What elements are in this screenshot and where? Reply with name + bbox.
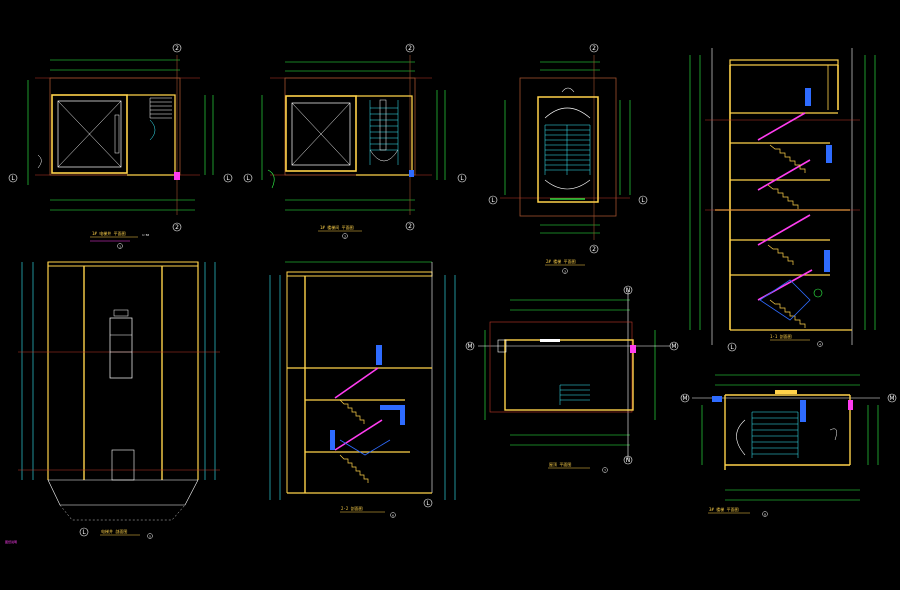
svg-text:电梯井 剖面图: 电梯井 剖面图 (101, 528, 127, 534)
svg-text:L: L (246, 175, 250, 182)
svg-text:L: L (491, 197, 495, 204)
svg-text:2: 2 (175, 45, 179, 52)
svg-text:2# 楼梯 平面图: 2# 楼梯 平面图 (546, 258, 576, 264)
svg-text:M: M (682, 395, 687, 402)
plan-elevator-stair-a: L L 2 2 1# 电梯井 平面图 1:50 1 (8, 43, 233, 249)
svg-text:2: 2 (592, 246, 596, 253)
svg-text:L: L (730, 344, 734, 351)
view-number: 1 (119, 245, 121, 249)
stair-treads (149, 97, 172, 119)
elevator-pit (47, 479, 199, 506)
svg-text:N: N (626, 287, 631, 294)
svg-text:L: L (641, 197, 645, 204)
svg-text:5: 5 (149, 535, 151, 539)
svg-text:3: 3 (564, 270, 566, 274)
svg-text:3# 楼梯 平面图: 3# 楼梯 平面图 (709, 506, 739, 512)
view-title: 1# 楼梯间 平面图 (320, 224, 354, 230)
svg-text:L: L (426, 500, 430, 507)
svg-text:M: M (671, 343, 676, 350)
svg-text:2: 2 (408, 45, 412, 52)
stair-flights-yellow (767, 144, 806, 328)
plan-stair-right: M M 3# 楼梯 平面图 8 (680, 374, 897, 517)
view-scale: 1:50 (142, 233, 149, 237)
plan-roof-small: M M N N 屋顶 平面图 7 (465, 285, 679, 473)
svg-text:屋顶 平面图: 屋顶 平面图 (549, 461, 571, 467)
corner-note: 图纸说明 (5, 539, 17, 544)
svg-text:2-2 剖面图: 2-2 剖面图 (341, 505, 363, 511)
view-title: 1# 电梯井 平面图 (92, 230, 126, 236)
svg-text:2: 2 (175, 224, 179, 231)
svg-text:L: L (82, 529, 86, 536)
plan-stair-small: L L 2 2 2# 楼梯 平面图 3 (488, 43, 648, 274)
svg-text:M: M (467, 343, 472, 350)
section-stair-tall: L 1-1 剖面图 4 (689, 48, 876, 352)
grid-bubble-l (8, 173, 18, 183)
grid-bubble-2 (172, 43, 182, 53)
svg-text:2: 2 (408, 223, 412, 230)
stair-flights-magenta (757, 112, 813, 301)
section-stair-mid: L 2-2 剖面图 6 (269, 261, 456, 518)
svg-text:6: 6 (392, 514, 394, 518)
door-marker (174, 172, 180, 180)
svg-text:8: 8 (764, 513, 766, 517)
svg-text:4: 4 (819, 343, 821, 347)
svg-text:2: 2 (592, 45, 596, 52)
svg-text:1-1 剖面图: 1-1 剖面图 (770, 333, 792, 339)
svg-text:L: L (226, 175, 230, 182)
elevator-car (109, 317, 133, 379)
svg-text:7: 7 (604, 469, 606, 473)
elevator-shaft-wall (51, 94, 128, 174)
svg-text:L: L (460, 175, 464, 182)
dimension-lines (27, 59, 214, 211)
plan-elevator-stair-b: L L 2 2 1# 楼梯间 平面图 2 (243, 43, 467, 239)
section-elevator-shaft: L 电梯井 剖面图 5 (18, 261, 220, 539)
svg-text:M: M (889, 395, 894, 402)
svg-text:N: N (626, 457, 631, 464)
svg-text:L: L (11, 175, 15, 182)
svg-text:2: 2 (344, 235, 346, 239)
